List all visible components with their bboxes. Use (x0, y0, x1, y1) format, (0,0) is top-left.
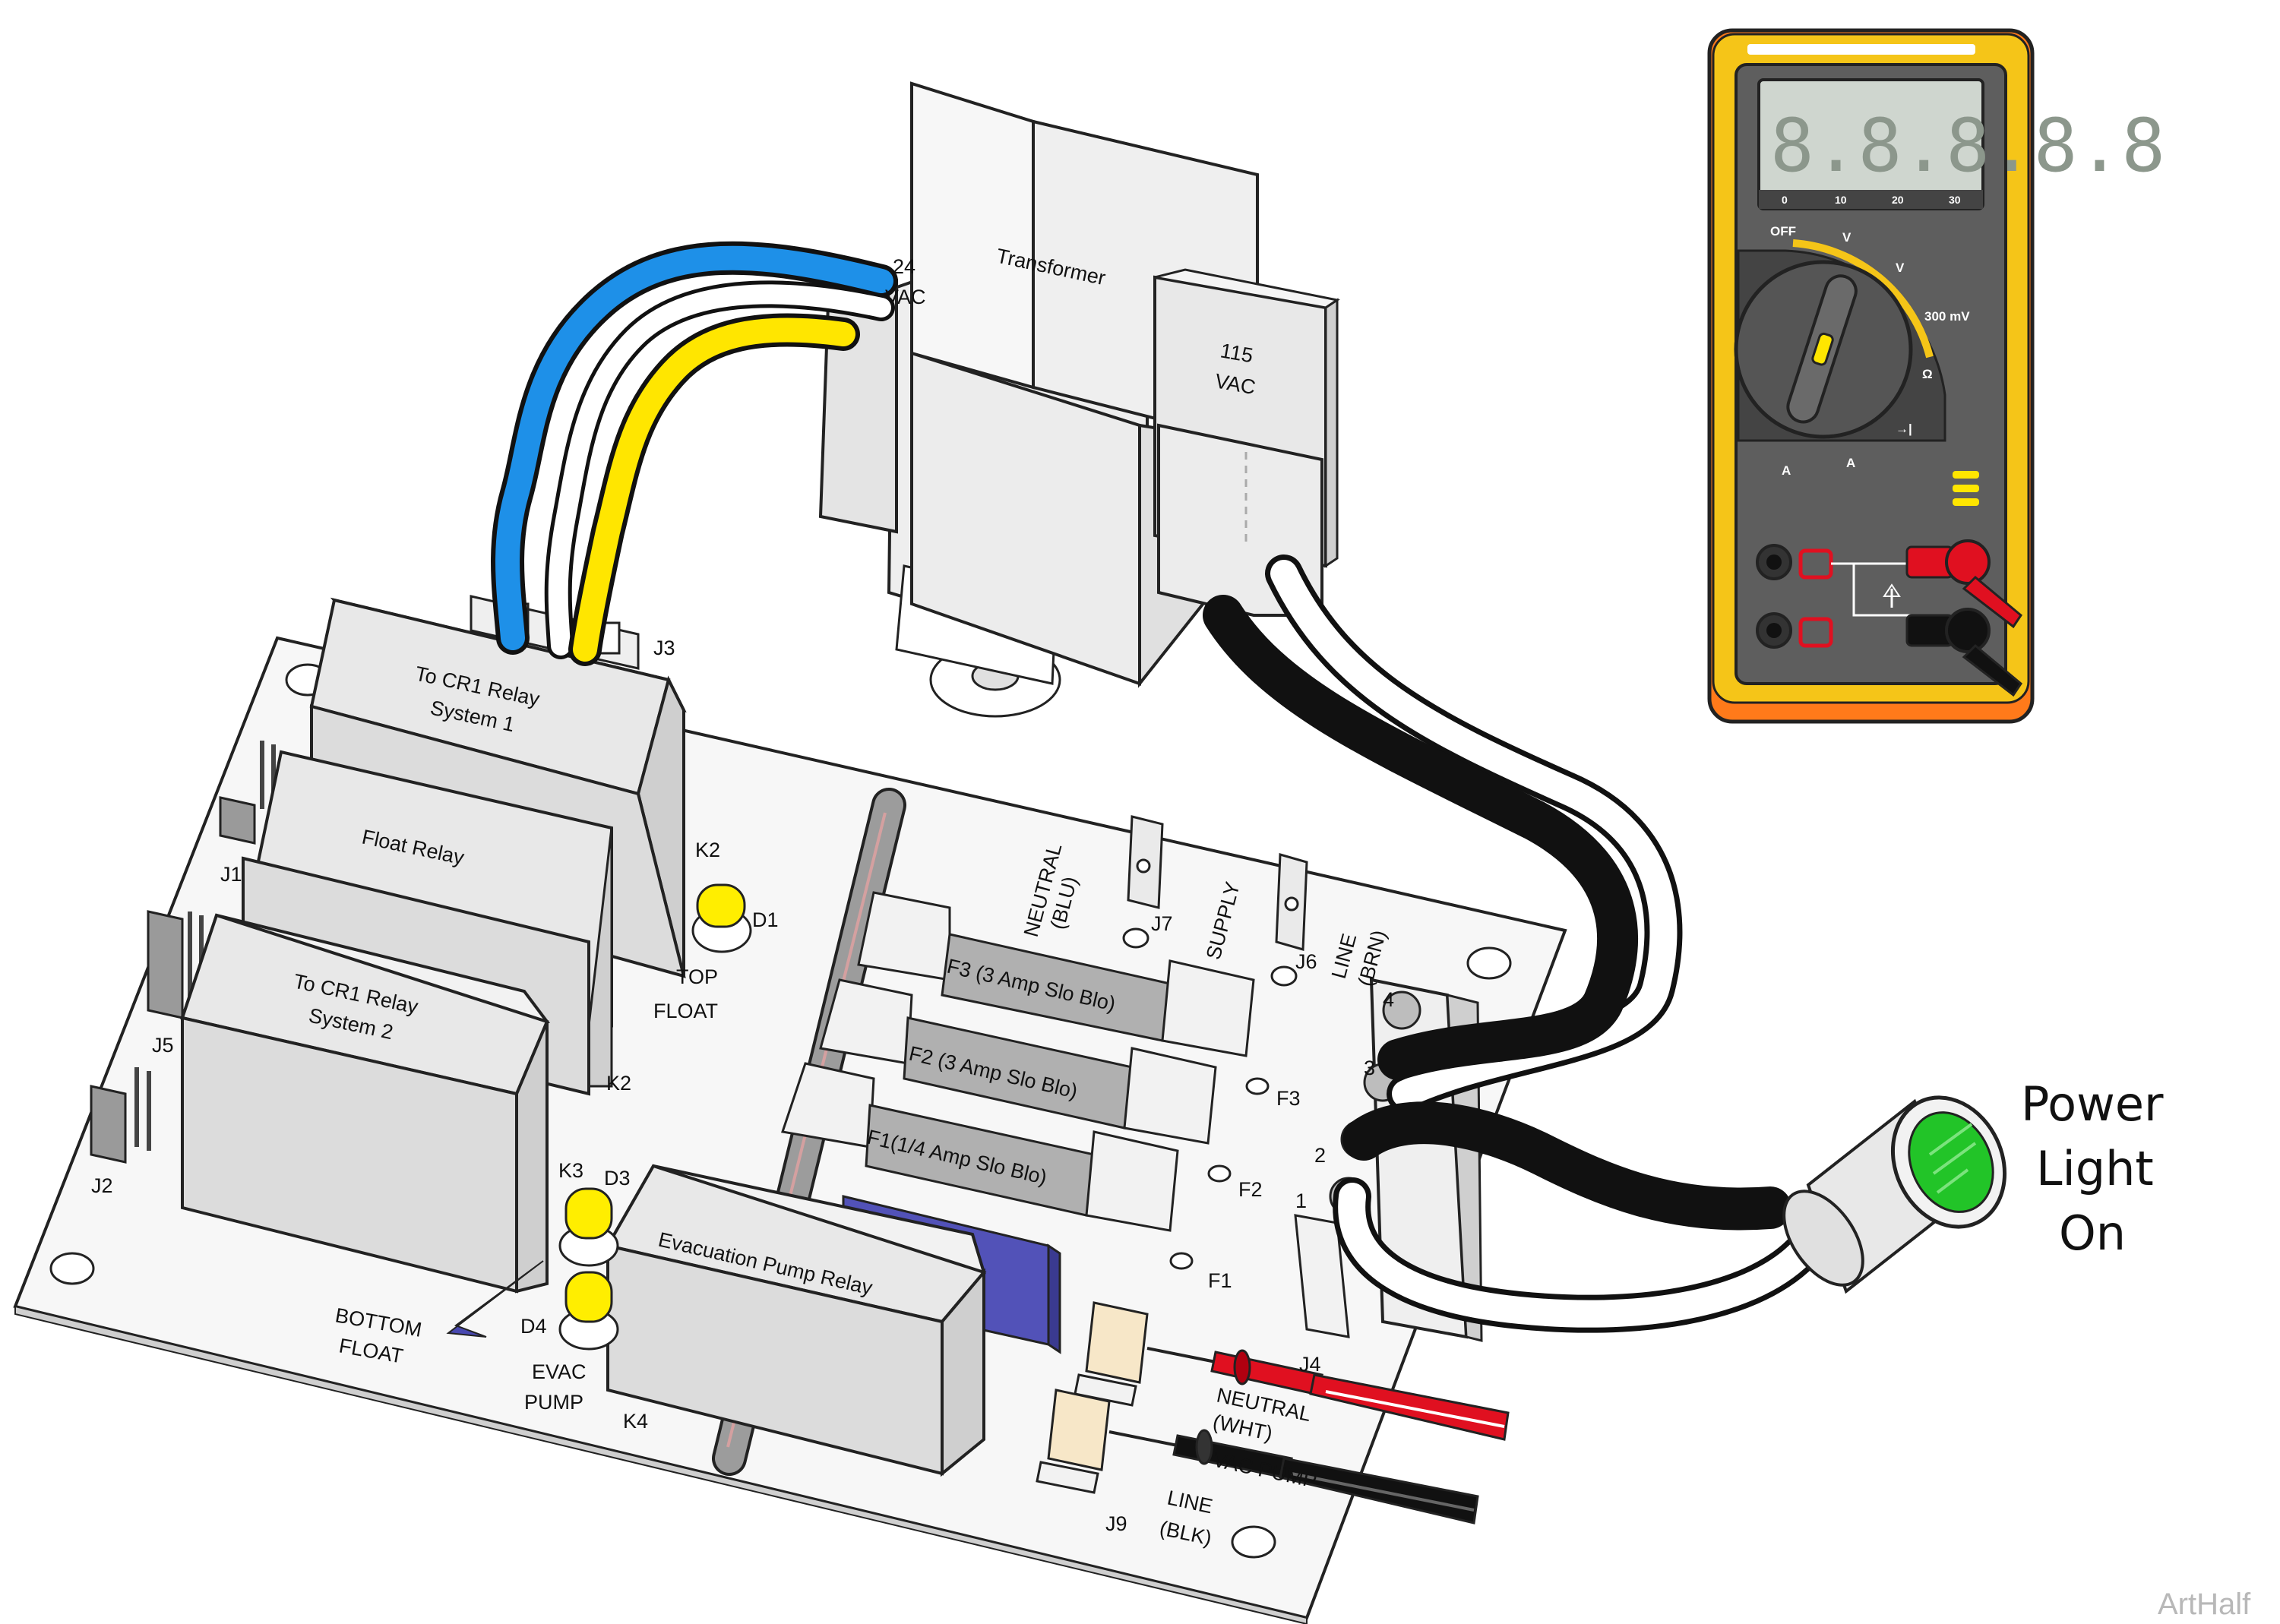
fuse-f1 (781, 1062, 1194, 1270)
label-j4: J4 (1299, 1353, 1321, 1376)
label-f2: F2 (1238, 1178, 1263, 1201)
fuse-f3 (857, 891, 1270, 1095)
power-light-line3: On (2059, 1205, 2126, 1261)
top-float-line1: TOP (676, 965, 718, 988)
label-k2-top: K2 (695, 839, 720, 861)
label-j9: J9 (1105, 1512, 1127, 1535)
meter-vdc-label: V (1896, 261, 1905, 275)
led-d3 (558, 1187, 619, 1267)
label-j2: J2 (91, 1174, 113, 1197)
meter-scale-10: 10 (1835, 194, 1847, 206)
label-k4: K4 (623, 1410, 648, 1433)
probe-black (1108, 1429, 1479, 1524)
transformer-115: 115 (1219, 339, 1255, 367)
relay-cr1-system2 (180, 913, 551, 1294)
header-j1 (219, 741, 276, 845)
test-terminal-neutral (1074, 1301, 1149, 1407)
meter-off-label: OFF (1770, 224, 1796, 239)
meter-vac-label: V (1842, 230, 1852, 245)
wire-blue (491, 241, 898, 655)
power-light-line2: Light (2036, 1141, 2154, 1196)
wire-white-light (1333, 1177, 1820, 1333)
top-float-line2: FLOAT (653, 1000, 718, 1022)
meter-mv-label: 300 mV (1924, 309, 1970, 324)
label-d4: D4 (520, 1315, 547, 1338)
terminal-j6 (1270, 853, 1308, 987)
meter-scale-30: 30 (1949, 194, 1961, 206)
wire-black-light (1342, 1101, 1791, 1231)
watermark: ArtHalf (2158, 1588, 2251, 1621)
terminal-j7 (1122, 815, 1164, 949)
label-f3: F3 (1276, 1087, 1301, 1110)
bottom-float-arrow (446, 1260, 544, 1338)
j4-pin4: 4 (1383, 988, 1394, 1011)
meter-diode-label: →| (1896, 422, 1912, 436)
transformer-vac-secondary: VAC (885, 286, 926, 308)
fuse-f2 (819, 978, 1232, 1183)
meter-aac-label: A (1846, 456, 1855, 470)
led-d4 (558, 1271, 619, 1351)
meter-ohm-label: Ω (1922, 367, 1933, 381)
j4-pin1: 1 (1295, 1190, 1307, 1212)
relay-evac-pump (605, 1164, 987, 1477)
wire-white-secondary (544, 280, 895, 659)
led-d1 (691, 883, 752, 953)
wire-yellow (568, 313, 860, 666)
evac-pump-line2: PUMP (524, 1391, 583, 1414)
power-light-line1: Power (2021, 1076, 2164, 1132)
label-j7: J7 (1151, 912, 1173, 935)
label-d3: D3 (604, 1167, 631, 1190)
j4-pin2: 2 (1314, 1144, 1326, 1167)
label-j6: J6 (1295, 950, 1317, 973)
meter-scale-20: 20 (1892, 194, 1904, 206)
label-k3: K3 (558, 1159, 583, 1182)
label-j3: J3 (653, 637, 675, 659)
label-d1: D1 (752, 908, 779, 931)
meter-scale-0: 0 (1782, 194, 1788, 206)
header-j2 (90, 1067, 151, 1164)
meter-display: 8.8.8.8.8 (1770, 103, 2165, 188)
transformer (818, 81, 1340, 718)
evac-pump-line1: EVAC (532, 1360, 587, 1383)
meter-adc-label: A (1782, 463, 1791, 478)
multimeter: 8.8.8.8.8 0 10 20 30 OFF V V 300 mV Ω →|… (1707, 28, 2165, 724)
label-k2-bottom: K2 (606, 1072, 631, 1095)
j4-pin3: 3 (1364, 1057, 1375, 1079)
label-j1: J1 (220, 863, 242, 886)
label-f1: F1 (1208, 1269, 1232, 1292)
label-j5: J5 (152, 1034, 174, 1057)
transformer-24: 24 (893, 255, 915, 278)
test-terminal-line (1036, 1389, 1111, 1494)
probe-red (1146, 1347, 1510, 1441)
wire-black-line (1203, 595, 1639, 1080)
power-light (1782, 1095, 2007, 1294)
